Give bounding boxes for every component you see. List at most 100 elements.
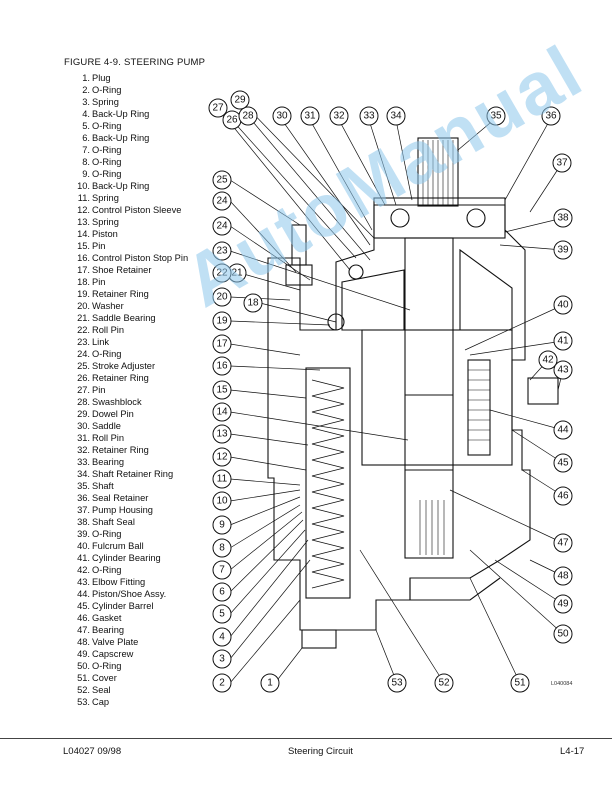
callout-6: 6 <box>212 582 232 602</box>
part-number: 40. <box>77 541 90 551</box>
part-name: Retainer Ring <box>92 373 149 383</box>
callout-circle <box>260 673 280 693</box>
part-number: 14. <box>77 229 90 239</box>
part-name: Cap <box>92 697 110 707</box>
callout-label: 24 <box>216 221 228 232</box>
callout-circle <box>212 560 232 580</box>
callout-label: 2 <box>219 678 225 689</box>
callout-label: 44 <box>557 425 569 436</box>
part-number: 19. <box>77 289 90 299</box>
callout-label: 36 <box>545 111 557 122</box>
part-name: Spring <box>92 193 119 203</box>
callout-39: 39 <box>553 240 573 260</box>
callout-49: 49 <box>553 594 573 614</box>
callout-43: 43 <box>553 360 573 380</box>
callout-label: 46 <box>557 491 569 502</box>
part-name: Pump Housing <box>92 505 153 515</box>
callout-27: 27 <box>208 98 228 118</box>
part-item: 37.Pump Housing <box>64 504 188 516</box>
part-name: Cover <box>92 673 117 683</box>
callout-20: 20 <box>212 287 232 307</box>
part-number: 1. <box>82 73 90 83</box>
part-item: 13.Spring <box>64 216 188 228</box>
callout-40: 40 <box>553 295 573 315</box>
part-name: O-Ring <box>92 157 122 167</box>
part-number: 16. <box>77 253 90 263</box>
callout-47: 47 <box>553 533 573 553</box>
callout-label: 12 <box>216 452 228 463</box>
part-name: O-Ring <box>92 121 122 131</box>
part-number: 39. <box>77 529 90 539</box>
callout-circle <box>212 311 232 331</box>
part-name: Retainer Ring <box>92 289 149 299</box>
part-number: 38. <box>77 517 90 527</box>
part-number: 46. <box>77 613 90 623</box>
callout-label: 43 <box>557 365 569 376</box>
callout-7: 7 <box>212 560 232 580</box>
callout-circle <box>553 331 573 351</box>
part-item: 46.Gasket <box>64 612 188 624</box>
part-name: Roll Pin <box>92 433 125 443</box>
callout-14: 14 <box>212 402 232 422</box>
part-item: 4.Back-Up Ring <box>64 108 188 120</box>
part-name: O-Ring <box>92 85 122 95</box>
part-name: Pin <box>92 241 106 251</box>
callout-label: 21 <box>231 268 243 279</box>
callout-label: 33 <box>363 111 375 122</box>
callout-label: 41 <box>557 336 569 347</box>
callout-label: 45 <box>557 458 569 469</box>
part-number: 35. <box>77 481 90 491</box>
part-name: Cylinder Bearing <box>92 553 161 563</box>
part-item: 22.Roll Pin <box>64 324 188 336</box>
callout-51: 51 <box>510 673 530 693</box>
part-item: 47.Bearing <box>64 624 188 636</box>
part-item: 38.Shaft Seal <box>64 516 188 528</box>
part-item: 25.Stroke Adjuster <box>64 360 188 372</box>
part-number: 42. <box>77 565 90 575</box>
part-item: 14.Piston <box>64 228 188 240</box>
callout-34: 34 <box>386 106 406 126</box>
pump-housing-outline <box>267 204 531 631</box>
part-name: Roll Pin <box>92 325 125 335</box>
part-name: Saddle <box>92 421 121 431</box>
footer-doc-id: L04027 09/98 <box>63 746 122 757</box>
callout-circle <box>553 420 573 440</box>
callout-53: 53 <box>387 673 407 693</box>
callout-5: 5 <box>212 604 232 624</box>
part-number: 9. <box>82 169 90 179</box>
part-item: 44.Piston/Shoe Assy. <box>64 588 188 600</box>
part-item: 5.O-Ring <box>64 120 188 132</box>
callout-circle <box>553 240 573 260</box>
callout-circle <box>553 486 573 506</box>
part-number: 2. <box>82 85 90 95</box>
callout-label: 49 <box>557 599 569 610</box>
callout-16: 16 <box>212 356 232 376</box>
callout-circle <box>212 380 232 400</box>
callout-label: 40 <box>557 300 569 311</box>
callout-11: 11 <box>212 469 232 489</box>
part-item: 28.Swashblock <box>64 396 188 408</box>
part-number: 20. <box>77 301 90 311</box>
callout-circle <box>212 263 232 283</box>
central-shaft <box>404 237 454 559</box>
callout-circle <box>510 673 530 693</box>
stroke-adjuster <box>291 224 307 266</box>
part-item: 10.Back-Up Ring <box>64 180 188 192</box>
valve-plate <box>409 577 501 601</box>
callout-circle <box>553 594 573 614</box>
part-number: 6. <box>82 133 90 143</box>
part-item: 34.Shaft Retainer Ring <box>64 468 188 480</box>
part-item: 36.Seal Retainer <box>64 492 188 504</box>
part-number: 32. <box>77 445 90 455</box>
part-name: Stroke Adjuster <box>92 361 156 371</box>
part-item: 23.Link <box>64 336 188 348</box>
callout-label: 53 <box>391 678 403 689</box>
callout-circle <box>212 649 232 669</box>
part-name: Shoe Retainer <box>92 265 152 275</box>
part-name: Washer <box>92 301 124 311</box>
callout-13: 13 <box>212 424 232 444</box>
callout-circle <box>552 153 572 173</box>
callout-label: 8 <box>219 543 225 554</box>
part-item: 31.Roll Pin <box>64 432 188 444</box>
